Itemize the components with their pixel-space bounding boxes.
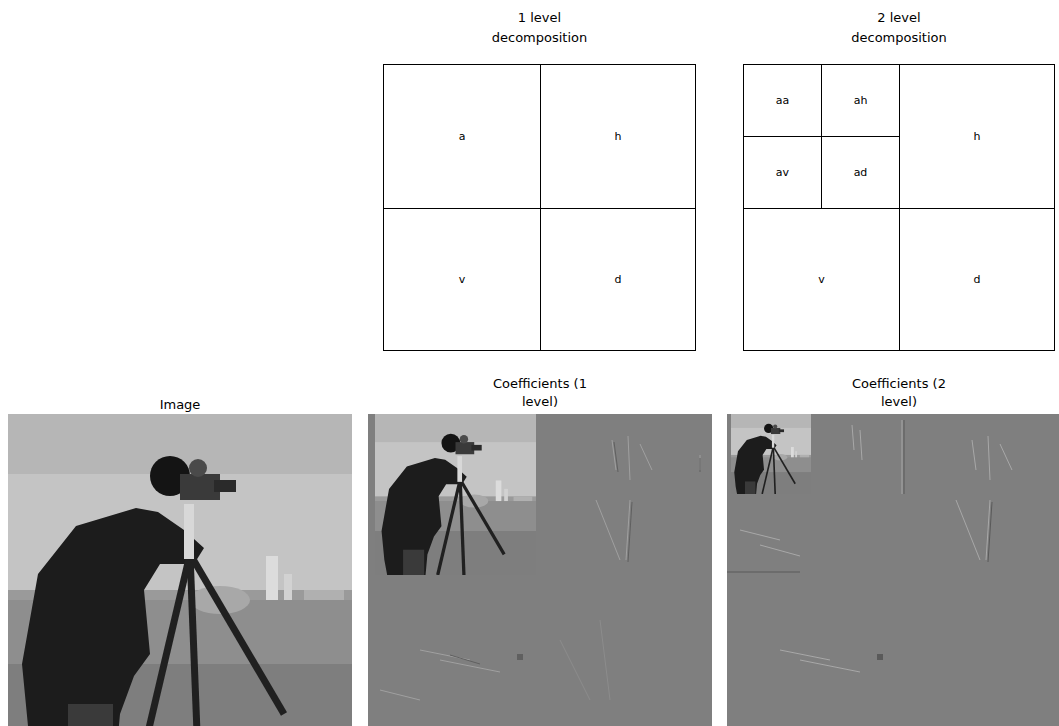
image-panel: Coefficients (2 level)	[727, 414, 1059, 726]
subband-label: h	[615, 130, 622, 143]
subband-cell: h	[899, 64, 1055, 209]
detail-spot	[877, 654, 883, 660]
diagonal-detail	[560, 620, 610, 700]
subband-label: v	[818, 273, 825, 286]
subband-cell: ah	[821, 64, 900, 137]
decomposition-frame: 2 level decompositionaaahavadhvd	[743, 64, 1055, 351]
approximation-photo	[731, 414, 811, 494]
subband-cell: av	[743, 136, 822, 209]
original-photo	[8, 414, 352, 726]
detail-line	[727, 420, 992, 572]
coefficient-ground	[727, 414, 1059, 726]
subband-label: ah	[854, 94, 868, 107]
level-two-coefficients	[727, 414, 1059, 726]
vertical-detail	[380, 650, 500, 700]
vertical-detail	[450, 655, 480, 664]
horizontal-detail	[956, 436, 1012, 560]
detail-edges	[740, 420, 1012, 672]
detail-edges	[380, 436, 700, 700]
subband-cell: v	[743, 208, 900, 351]
level-two-detail	[740, 420, 902, 556]
subband-label: ad	[854, 166, 868, 179]
panel-title: Coefficients (1 level)	[475, 375, 605, 411]
subband-label: aa	[776, 94, 789, 107]
subband-label: v	[459, 273, 466, 286]
subband-label: a	[459, 130, 466, 143]
subband-cell: d	[899, 208, 1055, 351]
horizontal-detail	[596, 436, 700, 560]
coefficient-ground	[368, 414, 712, 726]
image-panel: Coefficients (1 level)	[368, 414, 712, 726]
decomposition-frame: 1 level decompositionahvd	[383, 64, 696, 351]
subband-label: d	[615, 273, 622, 286]
subband-cell: d	[540, 208, 696, 351]
vertical-detail	[780, 650, 860, 672]
subband-label: d	[974, 273, 981, 286]
subband-cell: a	[383, 64, 541, 209]
subband-cell: v	[383, 208, 541, 351]
subband-label: h	[974, 130, 981, 143]
detail-shadows	[450, 442, 700, 664]
panel-title: 2 level decomposition	[834, 8, 964, 48]
panel-title: Coefficients (2 level)	[834, 375, 964, 411]
level-one-coefficients	[368, 414, 712, 726]
detail-spot	[517, 654, 523, 660]
subband-label: av	[776, 166, 789, 179]
approximation-photo	[375, 414, 536, 575]
panel-title: Image	[115, 397, 245, 413]
cameraman-photo	[8, 414, 352, 726]
subband-cell: aa	[743, 64, 822, 137]
detail-shadows	[727, 420, 992, 660]
image-panel: Image	[8, 414, 352, 726]
subband-cell: h	[540, 64, 696, 209]
panel-title: 1 level decomposition	[475, 8, 605, 48]
horizontal-detail	[614, 442, 700, 562]
subband-cell: ad	[821, 136, 900, 209]
